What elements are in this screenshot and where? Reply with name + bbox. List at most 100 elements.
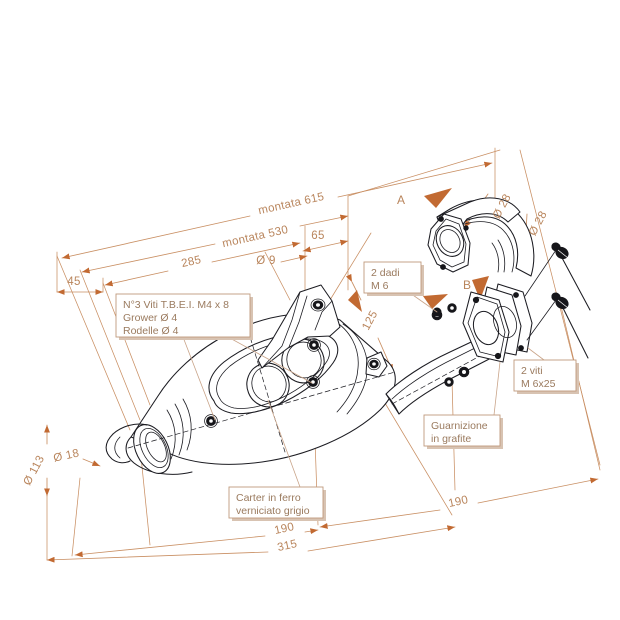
bracket-fold-line-2 [288,295,308,348]
callout-guarnizione-box [423,414,501,447]
hardware-nuts-group [431,303,470,387]
bolt-lower-leader [526,299,557,341]
bracket-edge-right [314,300,333,331]
leader-viti-m6 [527,347,545,361]
outlet-inner-ring-1 [139,428,169,468]
callout-viti-m6-line-0: 2 viti [521,365,543,377]
marker-a-arrow [424,188,452,208]
dimension-label-dia-28-lower: Ø 28 [527,209,550,238]
callout-leader-lines [182,292,545,488]
dimension-label-dia-9: Ø 9 [256,255,275,267]
dim-line-montata-615-left [61,215,251,260]
flange-arrow-left [423,294,448,309]
dim-line-190-right-a [319,509,441,529]
dim-line-montata-615-right [337,161,493,198]
flange-b-hole-tr [513,292,519,298]
nut-2 [458,366,470,378]
section-marker-b: B [463,278,471,292]
callout-guarnizione-line-0: Guarnizione [431,420,488,432]
marker-b-arrow [472,276,489,300]
callout-viti-tbei-line-0: N°3 Viti T.B.E.I. M4 x 8 [123,299,229,311]
callout-dadi-line-0: 2 dadi [371,267,400,279]
dimension-label-len-125: 125 [360,309,380,332]
leader-guarnizione [493,361,501,416]
leader-viti-tbei [182,336,216,421]
seam-band-1 [166,409,176,460]
silencer-cross-centerline [247,329,286,453]
callout-viti-tbei-line-2: Rodelle Ø 4 [123,325,179,337]
callout-carter-line-1: verniciato grigio [236,505,310,517]
dimension-label-montata-530: montata 530 [221,224,289,250]
washer-1 [447,303,457,313]
dimension-label-montata-615: montata 615 [257,191,325,217]
flange-a-hole-top [438,216,444,222]
top-panel-inner [216,338,330,409]
outlet-stub [105,433,131,464]
dim-line-190-right-b [477,477,599,504]
bracket-bolt [310,298,326,312]
marker-layer: AB [397,193,471,292]
bracket-lug-bolt [367,357,381,371]
flange-a-bore [435,225,465,257]
flange-b-hole-bottom [518,345,524,351]
flange-b-front-bore [472,310,500,346]
callout-viti-m6-line-1: M 6x25 [521,378,556,390]
dimension-label-len-45: 45 [67,276,80,288]
silencer-centerline [127,371,396,449]
dimension-label-dia-113: Ø 113 [22,454,48,488]
bolt-upper-leader [524,249,557,297]
dim-line-montata-530-right [299,214,349,227]
dim-line-285-right [211,241,301,263]
callout-carter-box [228,486,324,519]
dimension-label-len-315: 315 [276,538,298,554]
flange-b-back-bore [493,306,517,338]
dimension-label-dia-18: Ø 18 [52,447,80,464]
top-panel-outline [208,331,339,415]
dimension-label-len-285: 285 [180,254,202,270]
dim-line-dia-9 [280,254,308,263]
callout-viti-tbei-line-1: Grower Ø 4 [123,312,177,324]
header-pipe-upper-seam [451,221,515,273]
dim-line-190-left-a [74,535,266,558]
flange-a-hole-bottom [440,264,446,270]
panel-screw-2 [306,375,320,389]
callout-dadi-box [363,261,422,294]
dimension-label-len-190-right: 190 [447,494,469,510]
bolt-upper [551,242,591,311]
callout-viti-tbei-box [115,293,251,338]
pipe-to-silencer [385,393,400,415]
leader-viti-tbei-2 [227,336,313,384]
flange-a-group [427,213,471,273]
flange-a-bore-inner [439,229,461,253]
callout-guarnizione-line-1: in grafite [431,433,471,445]
seam-band-3 [182,398,192,451]
header-pipe-highlight [391,340,490,400]
pipe-band-1 [491,242,500,273]
flange-a-hole-right [463,225,469,231]
outlet-stub-top [112,423,148,435]
outlet-inner-ring-2 [145,431,167,463]
callout-carter-line-0: Carter in ferro [236,492,301,504]
flange-b-group [462,283,533,363]
dim-line-65 [302,239,349,253]
silencer-body-group [105,313,396,475]
flange-b-hole-tl [472,296,480,304]
bracket-arrow [348,290,362,312]
bracket-fold-line-1 [261,291,301,369]
dimension-label-len-190-left: 190 [273,521,295,537]
seam-band-2 [174,403,184,456]
hardware-bolts-group [524,242,591,359]
dimension-label-len-65: 65 [311,230,324,242]
mounting-bracket-group [257,284,388,378]
rear-seam-1 [332,319,359,413]
dim-line-dia-18 [82,458,101,467]
panel-screw-3 [307,338,321,352]
callout-viti-m6-box [513,359,577,392]
